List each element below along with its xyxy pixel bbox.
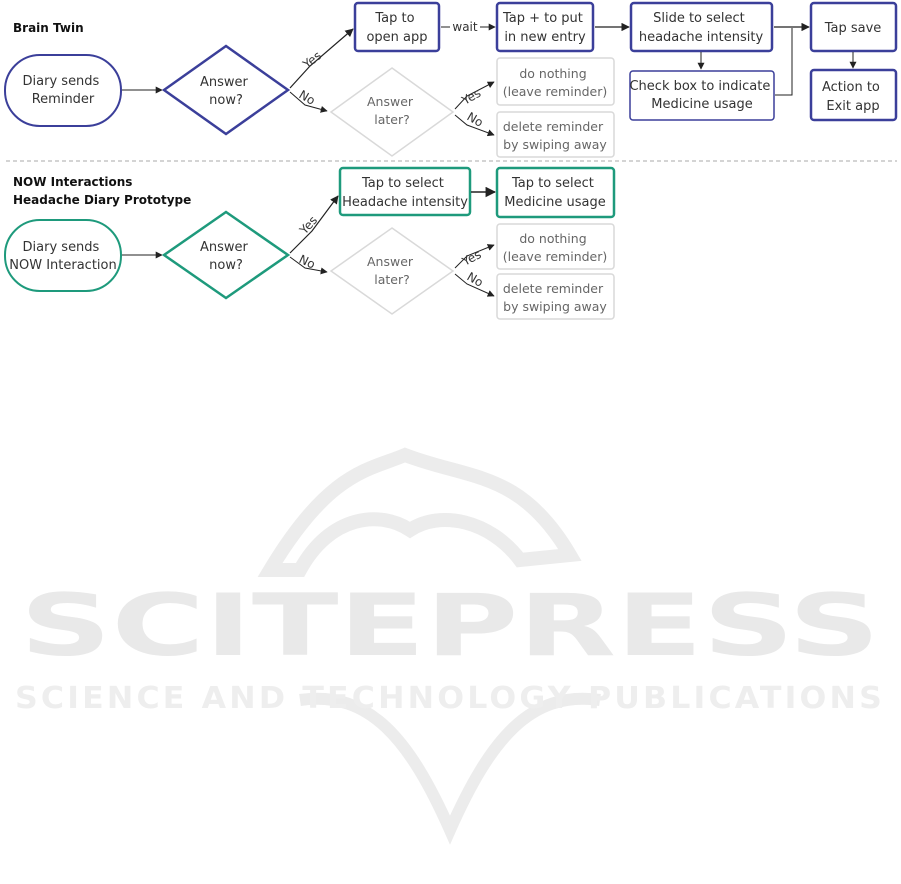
arrow-later-no	[454, 273, 495, 297]
watermark-book-spine	[299, 692, 601, 845]
label-yes: Yes	[299, 48, 324, 72]
watermark-title: SCITEPRESS	[20, 576, 880, 676]
step-tap-save	[809, 1, 898, 53]
step-select-medicine-label: Tap to select Medicine usage	[504, 176, 605, 210]
step-tap-save-label: Tap save	[824, 21, 882, 36]
outcome-delete-reminder	[496, 111, 615, 158]
decision-answer-later	[329, 227, 455, 315]
step-open-app-label: Tap to open app	[366, 11, 427, 45]
outcome-delete-reminder-label: delete reminder by swiping away	[503, 119, 608, 152]
label-no: No	[297, 87, 318, 107]
wait-label-bg	[450, 19, 480, 35]
decision-answer-now-label: Answer now?	[200, 240, 252, 273]
decision-answer-later-label: Answer later?	[367, 94, 417, 127]
step-exit-app	[809, 68, 898, 122]
decision-answer-now	[161, 210, 291, 300]
step-select-intensity-label: Tap to select Headache intensity	[342, 176, 468, 210]
section-title-now-interactions: NOW Interactions Headache Diary Prototyp…	[13, 175, 191, 207]
section-title-brain-twin: Brain Twin	[13, 21, 84, 35]
watermark-logo: SCITEPRESS SCIENCE AND TECHNOLOGY PUBLIC…	[15, 447, 885, 845]
start-terminal	[4, 54, 122, 127]
step-check-medicine	[629, 70, 775, 121]
outcome-delete-reminder-label: delete reminder by swiping away	[503, 281, 608, 314]
arrow-no	[289, 256, 328, 275]
start-terminal-label: Diary sends NOW Interaction	[9, 240, 116, 273]
step-new-entry	[495, 1, 595, 53]
label-yes: Yes	[296, 213, 320, 238]
label-no: No	[297, 252, 318, 272]
label-later-no: No	[465, 269, 486, 289]
outcome-do-nothing-label: do nothing (leave reminder)	[503, 231, 608, 264]
start-terminal-label: Diary sends Reminder	[23, 74, 104, 107]
outcome-do-nothing-label: do nothing (leave reminder)	[503, 66, 608, 99]
arrow-later-no	[454, 114, 495, 137]
decision-answer-later-label: Answer later?	[367, 254, 417, 287]
step-new-entry-label: Tap + to put in new entry	[502, 11, 587, 45]
step-exit-app-label: Action to Exit app	[822, 80, 884, 114]
watermark-book-icon	[257, 447, 582, 577]
outcome-delete-reminder	[496, 273, 615, 320]
arrow-yes	[289, 28, 354, 89]
step-select-intensity	[338, 166, 472, 217]
outcome-do-nothing	[496, 223, 615, 270]
decision-answer-later	[329, 67, 455, 157]
connector	[775, 28, 793, 96]
watermark-subtitle: SCIENCE AND TECHNOLOGY PUBLICATIONS	[15, 681, 885, 716]
arrow-no	[289, 91, 328, 113]
start-terminal	[4, 219, 122, 292]
arrow-later-yes	[454, 81, 495, 110]
arrow-yes	[289, 195, 339, 254]
decision-answer-now-label: Answer now?	[200, 75, 252, 108]
outcome-do-nothing	[496, 57, 615, 106]
step-check-medicine-label: Check box to indicate Medicine usage	[629, 79, 774, 112]
label-later-no: No	[465, 109, 486, 129]
step-open-app	[353, 1, 441, 53]
arrow-later-yes	[454, 244, 495, 269]
step-slide-intensity-label: Slide to select headache intensity	[639, 11, 764, 45]
decision-answer-now	[161, 44, 291, 136]
label-wait: wait	[452, 20, 478, 34]
step-slide-intensity	[629, 1, 774, 53]
step-select-medicine	[495, 166, 616, 219]
